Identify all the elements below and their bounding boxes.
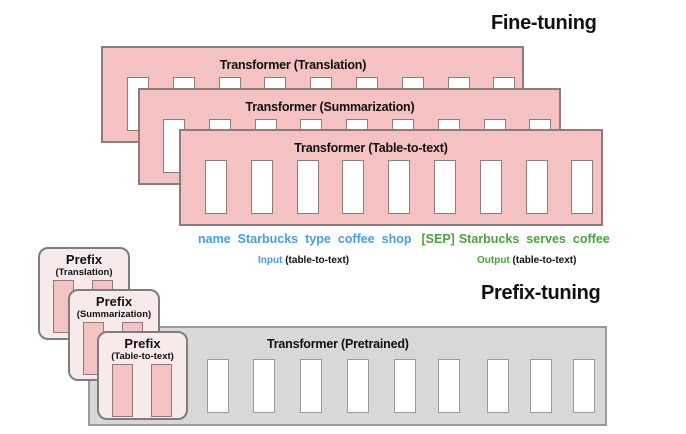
- transformer-table-to-text-cell: [388, 160, 411, 214]
- prefix-summarization-title: Prefix: [95, 294, 133, 309]
- output-token: serves: [526, 232, 566, 246]
- input-token: Starbucks: [237, 232, 299, 246]
- transformer-pretrained-cell: [573, 359, 595, 413]
- input-label-rest: (table-to-text): [285, 255, 350, 266]
- transformer-table-to-text-cell: [250, 160, 273, 214]
- transformer-translation-label: Transformer (Translation): [219, 58, 367, 72]
- input-token: shop: [381, 232, 412, 246]
- transformer-table-to-text-cell: [571, 160, 594, 214]
- prefix-table-to-text-cell: [151, 364, 172, 417]
- transformer-table-to-text-cell: [296, 160, 319, 214]
- output-token: Starbucks: [458, 232, 520, 246]
- prefix-table-to-text-box: Prefix (Table-to-text): [97, 331, 188, 420]
- prefix-tuning-title: Prefix-tuning: [481, 282, 601, 304]
- output-label-rest: (table-to-text): [512, 255, 577, 266]
- transformer-table-to-text-cell: [205, 160, 227, 214]
- prefix-table-to-text-cell: [112, 364, 133, 417]
- transformer-pretrained-label: Transformer (Pretrained): [267, 337, 409, 351]
- input-label: Input (table-to-text): [258, 255, 349, 266]
- input-token: name: [198, 232, 231, 246]
- output-label: Output (table-to-text): [477, 255, 576, 266]
- transformer-table-to-text-cell: [525, 160, 548, 214]
- transformer-summarization-label: Transformer (Summarization): [245, 100, 415, 114]
- transformer-pretrained-cell: [207, 359, 229, 413]
- input-label-key: Input: [258, 255, 283, 266]
- transformer-pretrained-cell: [253, 359, 275, 413]
- transformer-pretrained-cell: [347, 359, 369, 413]
- input-token: type: [305, 232, 331, 246]
- transformer-pretrained-cell: [394, 359, 416, 413]
- transformer-table-to-text-cell: [434, 160, 456, 214]
- transformer-pretrained-cell: [530, 359, 552, 413]
- transformer-table-to-text-cell: [342, 160, 365, 214]
- separator-token: [SEP]: [421, 232, 455, 246]
- output-token: coffee: [572, 232, 610, 246]
- prefix-table-to-text-title: Prefix: [124, 336, 161, 351]
- transformer-pretrained-cell: [300, 359, 322, 413]
- transformer-pretrained-cell: [487, 359, 509, 413]
- transformer-table-to-text-label: Transformer (Table-to-text): [294, 141, 448, 155]
- prefix-translation-task: (Translation): [55, 267, 113, 278]
- prefix-summarization-task: (Summarization): [76, 309, 152, 320]
- transformer-pretrained-cell: [438, 359, 460, 413]
- prefix-table-to-text-task: (Table-to-text): [111, 351, 174, 362]
- transformer-table-to-text-cell: [479, 160, 502, 214]
- prefix-translation-title: Prefix: [65, 252, 103, 267]
- fine-tuning-title: Fine-tuning: [491, 12, 597, 34]
- output-label-key: Output: [477, 255, 510, 266]
- transformer-table-to-text-box: Transformer (Table-to-text): [179, 129, 603, 226]
- input-token: coffee: [337, 232, 375, 246]
